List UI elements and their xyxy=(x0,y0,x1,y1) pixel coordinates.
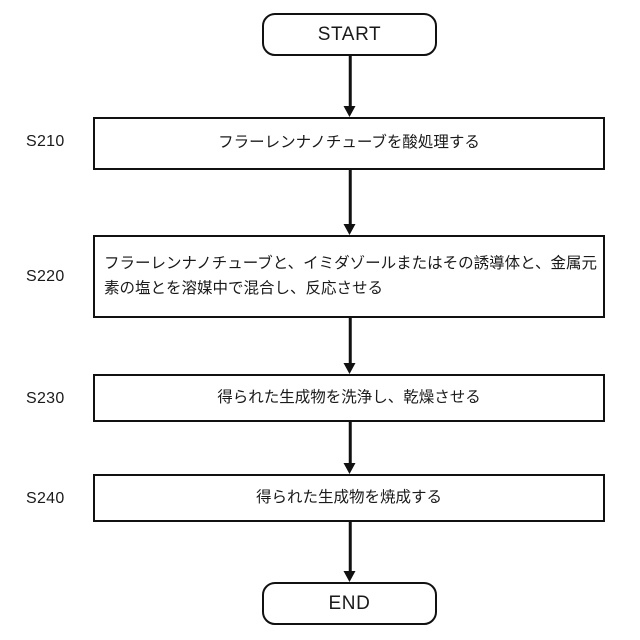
arrowhead-icon xyxy=(343,106,356,117)
process-box-s210[interactable]: フラーレンナノチューブを酸処理する xyxy=(93,117,605,170)
process-box-s220[interactable]: フラーレンナノチューブと、イミダゾールまたはその誘導体と、金属元 素の塩とを溶媒… xyxy=(93,235,605,318)
step-label-s220: S220 xyxy=(26,268,65,285)
process-text-s230: 得られた生成物を洗浄し、乾燥させる xyxy=(217,388,481,406)
start-node-label: START xyxy=(317,23,382,45)
connector-shaft xyxy=(348,318,352,364)
step-label-s210: S210 xyxy=(26,133,65,150)
process-text-s220: フラーレンナノチューブと、イミダゾールまたはその誘導体と、金属元 素の塩とを溶媒… xyxy=(104,255,598,297)
end-node[interactable]: END xyxy=(262,582,437,625)
process-box-s240[interactable]: 得られた生成物を焼成する xyxy=(93,474,605,522)
step-label-s240: S240 xyxy=(26,490,65,507)
arrowhead-icon xyxy=(343,571,356,582)
process-text-s240: 得られた生成物を焼成する xyxy=(255,488,442,506)
process-text-s210: フラーレンナノチューブを酸処理する xyxy=(218,134,480,152)
arrowhead-icon xyxy=(343,224,356,235)
start-node[interactable]: START xyxy=(262,13,437,56)
connector-shaft xyxy=(348,170,352,225)
arrowhead-icon xyxy=(343,363,356,374)
arrowhead-icon xyxy=(343,463,356,474)
end-node-label: END xyxy=(328,592,371,614)
process-box-s230[interactable]: 得られた生成物を洗浄し、乾燥させる xyxy=(93,374,605,422)
connector-shaft xyxy=(348,56,352,107)
connector-shaft xyxy=(348,422,352,464)
step-label-s230: S230 xyxy=(26,390,65,407)
connector-shaft xyxy=(348,522,352,572)
